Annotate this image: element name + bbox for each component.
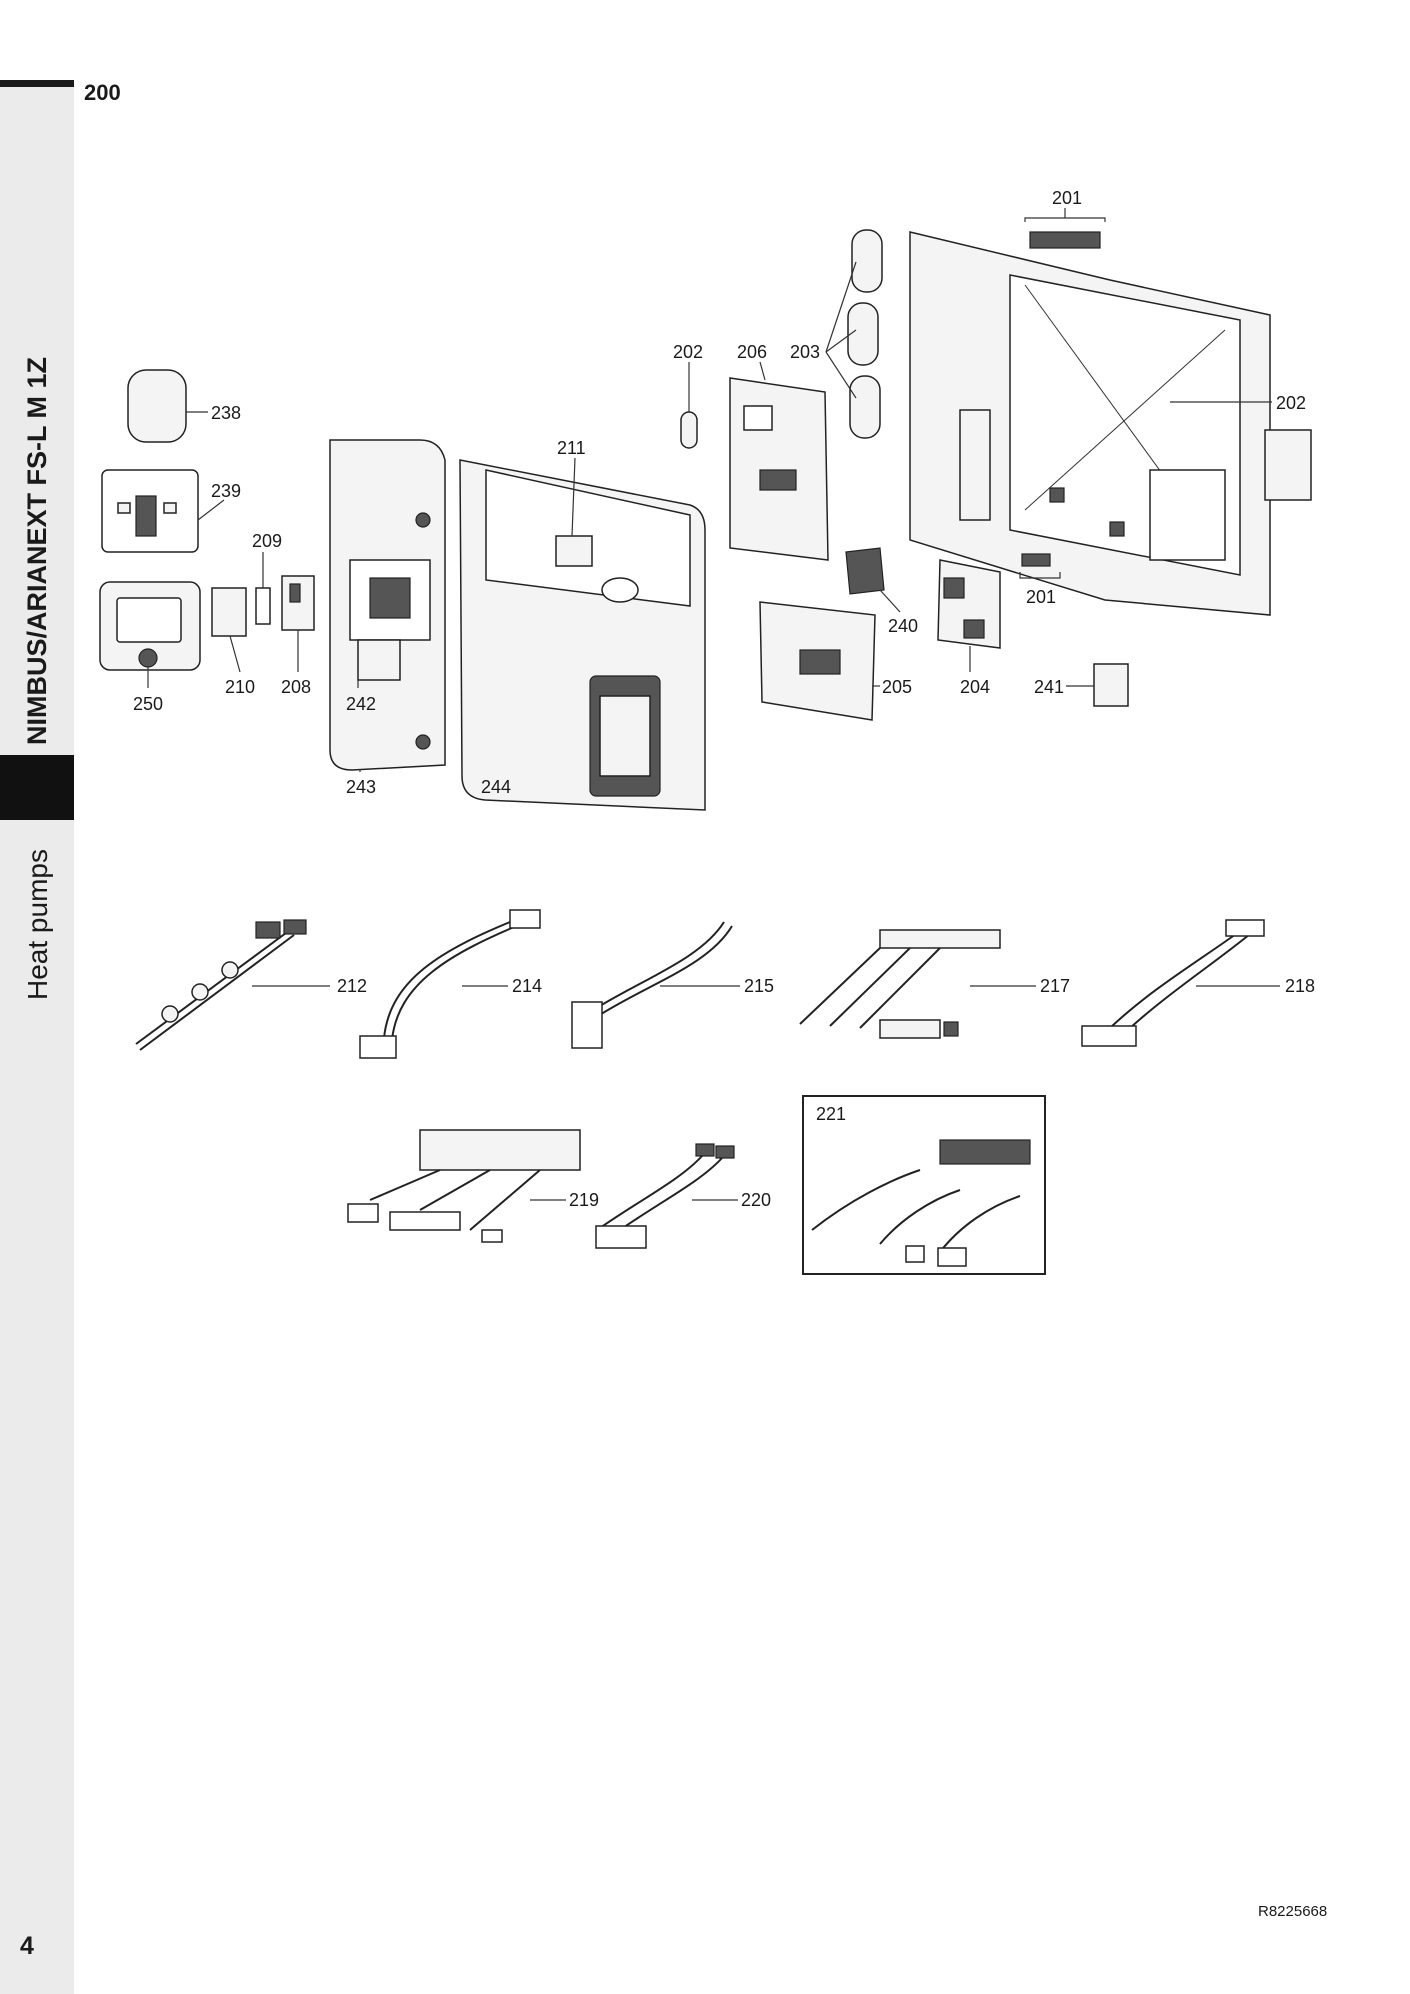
part-241-terminal-block xyxy=(1066,663,1129,707)
callout-202-right: 202 xyxy=(1276,393,1306,413)
callout-203: 203 xyxy=(790,342,820,362)
part-214-cable xyxy=(359,909,541,1059)
part-250-controller xyxy=(99,581,201,688)
callout-214: 214 xyxy=(512,976,542,996)
sidebar-black-block xyxy=(0,755,74,820)
callout-243: 243 xyxy=(346,777,376,797)
part-201-terminal-bottom xyxy=(1019,553,1061,579)
callout-244: 244 xyxy=(481,777,511,797)
callout-208: 208 xyxy=(281,677,311,697)
page-number: 4 xyxy=(20,1932,34,1960)
callout-240: 240 xyxy=(888,616,918,636)
part-209-label xyxy=(255,552,271,625)
part-220-cable xyxy=(595,1143,738,1249)
part-204-relay-board xyxy=(937,559,1001,672)
sidebar-top-rule xyxy=(0,80,74,87)
callout-209: 209 xyxy=(252,531,282,551)
callout-212: 212 xyxy=(337,976,367,996)
part-202-grommet xyxy=(680,362,698,449)
callout-221: 221 xyxy=(816,1104,846,1124)
document-code: R8225668 xyxy=(1258,1903,1328,1920)
callout-205: 205 xyxy=(882,677,912,697)
part-239-bracket xyxy=(101,469,225,553)
callout-217: 217 xyxy=(1040,976,1070,996)
part-218-harness xyxy=(1081,919,1280,1047)
part-243-front-panel xyxy=(329,439,446,772)
part-238-cover xyxy=(127,369,208,443)
callout-204: 204 xyxy=(960,677,990,697)
callout-220: 220 xyxy=(741,1190,771,1210)
callout-218: 218 xyxy=(1285,976,1315,996)
part-212-harness xyxy=(135,919,330,1051)
part-208-module xyxy=(281,575,315,672)
part-210-card xyxy=(211,587,247,673)
callout-206: 206 xyxy=(737,342,767,362)
sidebar-band xyxy=(0,83,74,1994)
callout-211: 211 xyxy=(557,438,586,458)
callout-215: 215 xyxy=(744,976,774,996)
callout-250: 250 xyxy=(133,694,163,714)
part-219-terminal-strip xyxy=(347,1129,581,1243)
callout-219: 219 xyxy=(569,1190,599,1210)
callout-239: 239 xyxy=(211,481,241,501)
part-electrical-box xyxy=(909,231,1312,616)
part-240-connector xyxy=(845,547,901,613)
part-221-kit-box xyxy=(802,1095,1046,1275)
callout-242: 242 xyxy=(346,694,376,714)
part-201-terminal-top xyxy=(1024,208,1106,249)
callout-202-left: 202 xyxy=(673,342,703,362)
part-215-cable xyxy=(571,921,740,1049)
group-number: 200 xyxy=(84,80,121,105)
part-206-pcb xyxy=(729,361,829,561)
callout-241: 241 xyxy=(1034,677,1064,697)
part-244-door xyxy=(459,457,706,811)
callout-238: 238 xyxy=(211,403,241,423)
callout-201-bottom: 201 xyxy=(1026,587,1056,607)
callout-210: 210 xyxy=(225,677,255,697)
part-217-harness xyxy=(799,929,1036,1039)
part-203-grommets xyxy=(825,229,883,439)
part-205-main-board xyxy=(759,601,880,721)
callout-201-top: 201 xyxy=(1052,188,1082,208)
